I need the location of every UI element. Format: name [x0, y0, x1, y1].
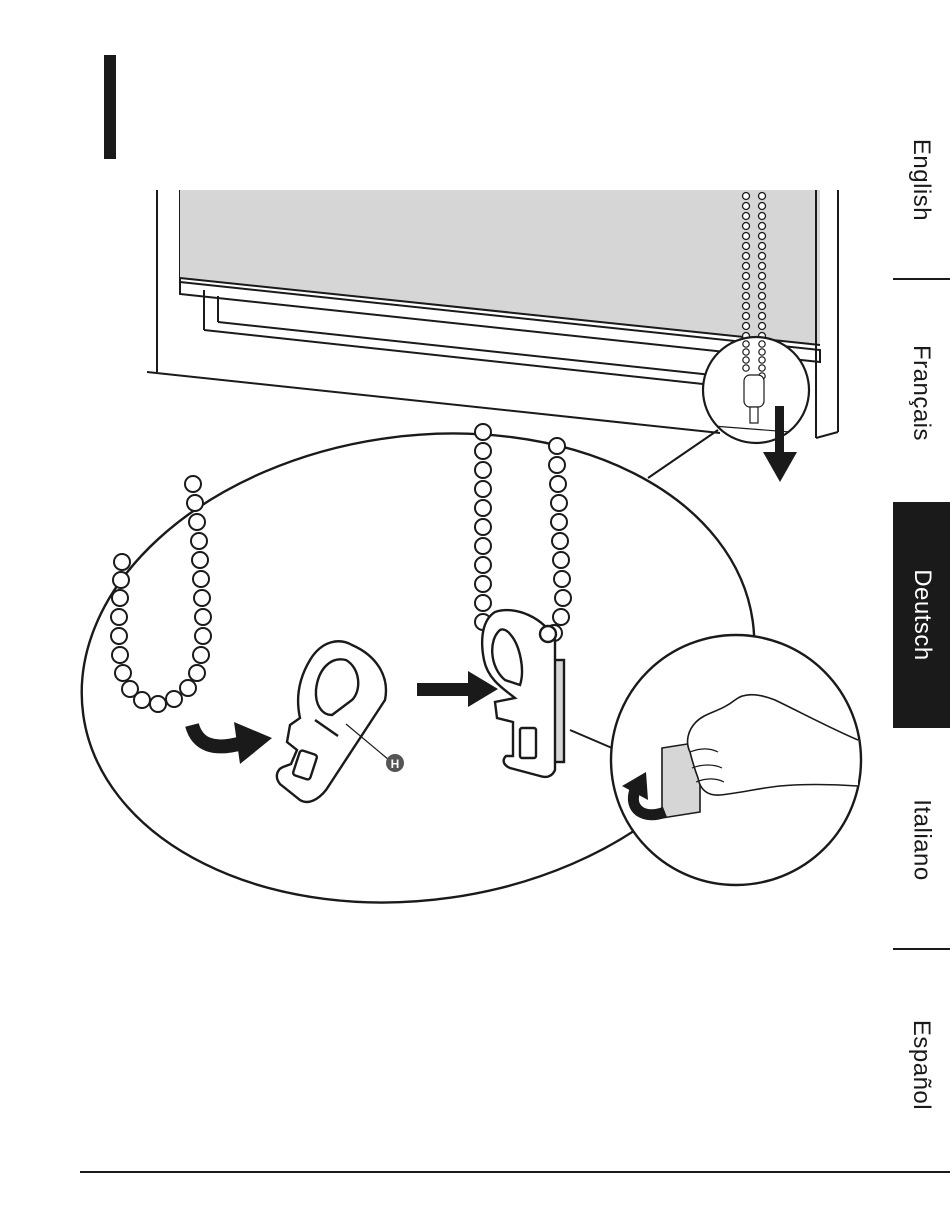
tab-deutsch-label: Deutsch: [908, 569, 936, 661]
tab-francais-label: Français: [908, 344, 936, 440]
part-callout-label: H: [391, 757, 400, 771]
tab-espanol[interactable]: Español: [893, 985, 950, 1145]
tab-english[interactable]: English: [893, 100, 950, 260]
tab-francais[interactable]: Français: [893, 310, 950, 475]
tab-italiano[interactable]: Italiano: [893, 760, 950, 920]
tab-divider: [893, 278, 950, 280]
tab-divider: [893, 948, 950, 950]
detail-circle-adhesive: [611, 635, 861, 885]
tab-italiano-label: Italiano: [908, 799, 936, 880]
tab-espanol-label: Español: [908, 1020, 936, 1110]
part-callout-badge: H: [386, 754, 404, 772]
tab-deutsch[interactable]: Deutsch: [893, 502, 950, 728]
footer-divider: [80, 1171, 950, 1173]
tab-english-label: English: [908, 139, 936, 221]
